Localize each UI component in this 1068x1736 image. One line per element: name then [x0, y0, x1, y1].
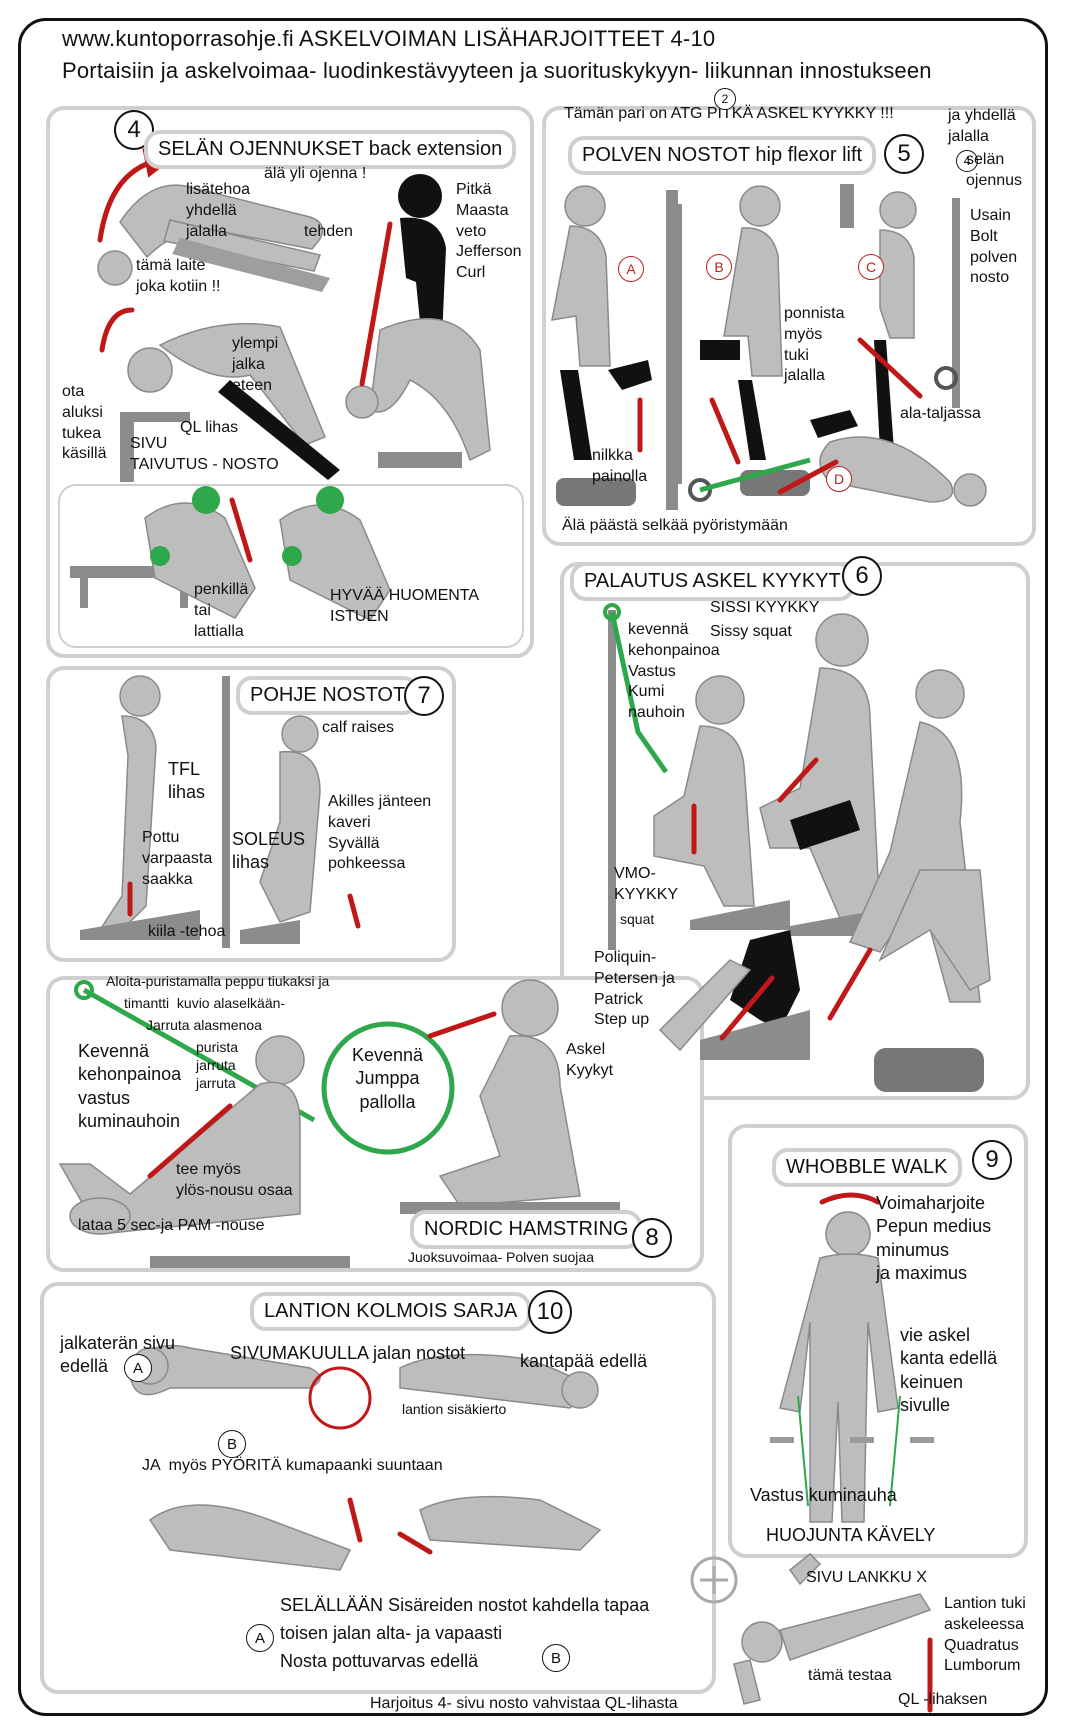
p6-number: 6: [842, 556, 882, 596]
p9-band: Vastus kuminauha: [750, 1485, 897, 1505]
p10-label-b1: B: [218, 1430, 246, 1458]
p8-brake: Jarruta alasmenoa: [146, 1017, 262, 1033]
p9-number: 9: [972, 1140, 1012, 1180]
page-frame: [18, 18, 1048, 1716]
p4-side-bend: SIVU TAIVUTUS - NOSTO: [130, 435, 279, 473]
p8-sub: Juoksuvoimaa- Polven suojaa: [408, 1249, 594, 1265]
p5-one-leg: ja yhdellä jalalla: [948, 107, 1016, 145]
p6-vmo: VMO- KYYKKY: [614, 865, 679, 903]
p5-side-num: 4: [956, 150, 978, 172]
p4-bench: penkillä tai lattialla: [194, 581, 249, 640]
p10-heel: kantapää edellä: [520, 1351, 648, 1371]
p6-poliquin: Poliquin- Petersen ja Patrick Step up: [594, 949, 675, 1029]
p8-start: Aloita-puristamalla peppu tiukaksi ja: [106, 973, 330, 989]
p10-under: toisen jalan alta- ja vapaasti: [280, 1623, 503, 1643]
p6-sissy-en: Sissy squat: [710, 623, 792, 640]
p5-label-c: C: [858, 254, 884, 280]
p8-ball: Kevennä Jumppa pallolla: [352, 1045, 424, 1112]
p5-push: ponnista myös tuki jalalla: [784, 305, 845, 385]
p5-label-d: D: [826, 466, 852, 492]
p5-pair-num: 2: [714, 88, 736, 110]
p5-label-a: A: [618, 256, 644, 282]
p5-label-b: B: [706, 254, 732, 280]
p8-load: lataa 5 sec-ja PAM -nouse: [78, 1217, 265, 1234]
plank-ql-muscle: QL -lihaksen: [898, 1691, 988, 1708]
header-subtitle: Portaisiin ja askelvoimaa- luodinkestävy…: [62, 58, 932, 83]
p4-ql: QL lihas: [180, 419, 239, 436]
p4-title: SELÄN OJENNUKSET back extension: [144, 130, 517, 169]
plank-bottom-note: Harjoitus 4- sivu nosto vahvistaa QL-lih…: [370, 1695, 678, 1712]
p7-toe: Pottu varpaasta saakka: [142, 829, 213, 888]
p4-good-morning: HYVÄÄ HUOMENTA ISTUEN: [330, 587, 480, 625]
p6-step: Askel Kyykyt: [566, 1041, 614, 1079]
p9-step: vie askel kanta edellä keinuen sivulle: [900, 1325, 998, 1416]
p9-title: WHOBBLE WALK: [772, 1148, 962, 1187]
p10-toe: Nosta pottuvarvas edellä: [280, 1651, 479, 1671]
p10-rotate: JA myös PYÖRITÄ kumapaanki suuntaan: [142, 1457, 443, 1474]
p5-pair-note: Tämän pari on ATG PITKÄ ASKEL KYYKKY !!!: [564, 105, 894, 122]
p4-device: tämä laite joka kotiin !!: [136, 257, 221, 295]
p7-tfl: TFL lihas: [168, 759, 206, 803]
p10-title: LANTION KOLMOIS SARJA: [250, 1292, 532, 1331]
p10-foot-side: jalkaterän sivu edellä: [60, 1333, 176, 1377]
p10-rotation: lantion sisäkierto: [402, 1401, 507, 1417]
p4-one-leg: lisätehoa yhdellä jalalla: [186, 181, 251, 240]
p7-number: 7: [404, 676, 444, 716]
p8-diamond: timantti kuvio alaselkään-: [124, 995, 286, 1011]
p4-jefferson: Pitkä Maasta veto Jefferson Curl: [456, 181, 522, 282]
p10-label-a2: A: [246, 1624, 274, 1652]
p10-number: 10: [528, 1290, 572, 1334]
p8-squeeze: purista jarruta jarruta: [196, 1039, 239, 1092]
p7-achilles: Akilles jänteen kaveri Syvällä pohkeessa: [328, 793, 432, 873]
p4-upper-leg: ylempi jalka eteen: [232, 335, 279, 394]
p4-support: ota aluksi tukea käsillä: [62, 383, 107, 463]
plank-title: SIVU LANKKU X: [806, 1569, 927, 1586]
p4-warning: älä yli ojenna !: [264, 165, 367, 182]
p10-label-a1: A: [124, 1354, 152, 1382]
p5-bolt: Usain Bolt polven nosto: [970, 207, 1018, 287]
header-url-title: www.kuntoporrasohje.fi ASKELVOIMAN LISÄH…: [62, 26, 716, 51]
p5-back-ext: selän ojennus: [966, 151, 1023, 189]
p6-title: PALAUTUS ASKEL KYYKYT: [570, 562, 855, 601]
p5-pulley: ala-taljassa: [900, 405, 981, 422]
p6-sissy: SISSI KYYKKY: [710, 599, 820, 616]
p5-ankle: nilkka painolla: [592, 447, 648, 485]
p10-label-b2: B: [542, 1644, 570, 1672]
p10-side-lift: SIVUMAKUULLA jalan nostot: [230, 1343, 466, 1363]
p8-lighten: Kevennä kehonpainoa vastus kuminauhoin: [78, 1041, 182, 1132]
p4-doing: tehden: [304, 223, 353, 240]
p7-title: POHJE NOSTOT: [236, 676, 420, 715]
p7-wedge: kiila -tehoa: [148, 923, 226, 940]
p8-number: 8: [632, 1218, 672, 1258]
p5-number: 5: [884, 134, 924, 174]
p7-calf: calf raises: [322, 719, 395, 736]
p7-soleus: SOLEUS lihas: [232, 829, 306, 873]
plank-ql: Lantion tuki askeleessa Quadratus Lumbor…: [944, 1595, 1026, 1675]
p8-also: tee myös ylös-nousu osaa: [176, 1161, 293, 1199]
p5-warning: Älä päästä selkää pyöristymään: [562, 517, 788, 534]
p9-glutes: Voimaharjoite Pepun medius minumus ja ma…: [876, 1193, 992, 1284]
p8-title: NORDIC HAMSTRING: [410, 1210, 643, 1249]
p10-supine: SELÄLLÄÄN Sisäreiden nostot kahdella tap…: [280, 1595, 650, 1615]
plank-test: tämä testaa: [808, 1667, 892, 1684]
p9-footer: HUOJUNTA KÄVELY: [766, 1525, 936, 1545]
p5-title: POLVEN NOSTOT hip flexor lift: [568, 136, 877, 175]
p6-lighten: kevennä kehonpainoa Vastus Kumi nauhoin: [628, 621, 720, 722]
p6-squat: squat: [620, 911, 655, 927]
